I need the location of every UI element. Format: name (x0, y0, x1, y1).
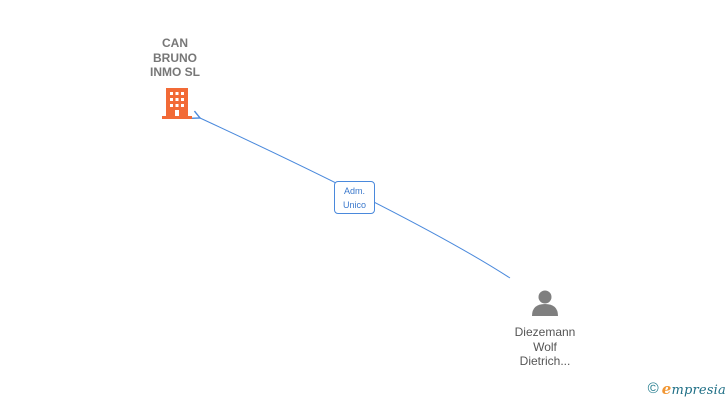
empresia-watermark: © empresia (648, 380, 726, 398)
company-name[interactable]: CAN BRUNO INMO SL (150, 36, 200, 79)
person-name[interactable]: Diezemann Wolf Dietrich... (514, 325, 576, 368)
relation-edge[interactable] (200, 118, 511, 279)
empresia-logo: empresia (662, 380, 726, 398)
relation-label[interactable]: Adm. Unico (334, 181, 375, 214)
person-icon[interactable] (532, 290, 558, 317)
relation-label-line2: Unico (342, 200, 366, 210)
copyright-icon: © (647, 380, 659, 397)
brand-initial: e (661, 380, 672, 398)
building-icon[interactable] (162, 88, 192, 119)
relation-label-line1: Adm. (343, 186, 365, 196)
brand-rest: mpresia (671, 383, 726, 398)
